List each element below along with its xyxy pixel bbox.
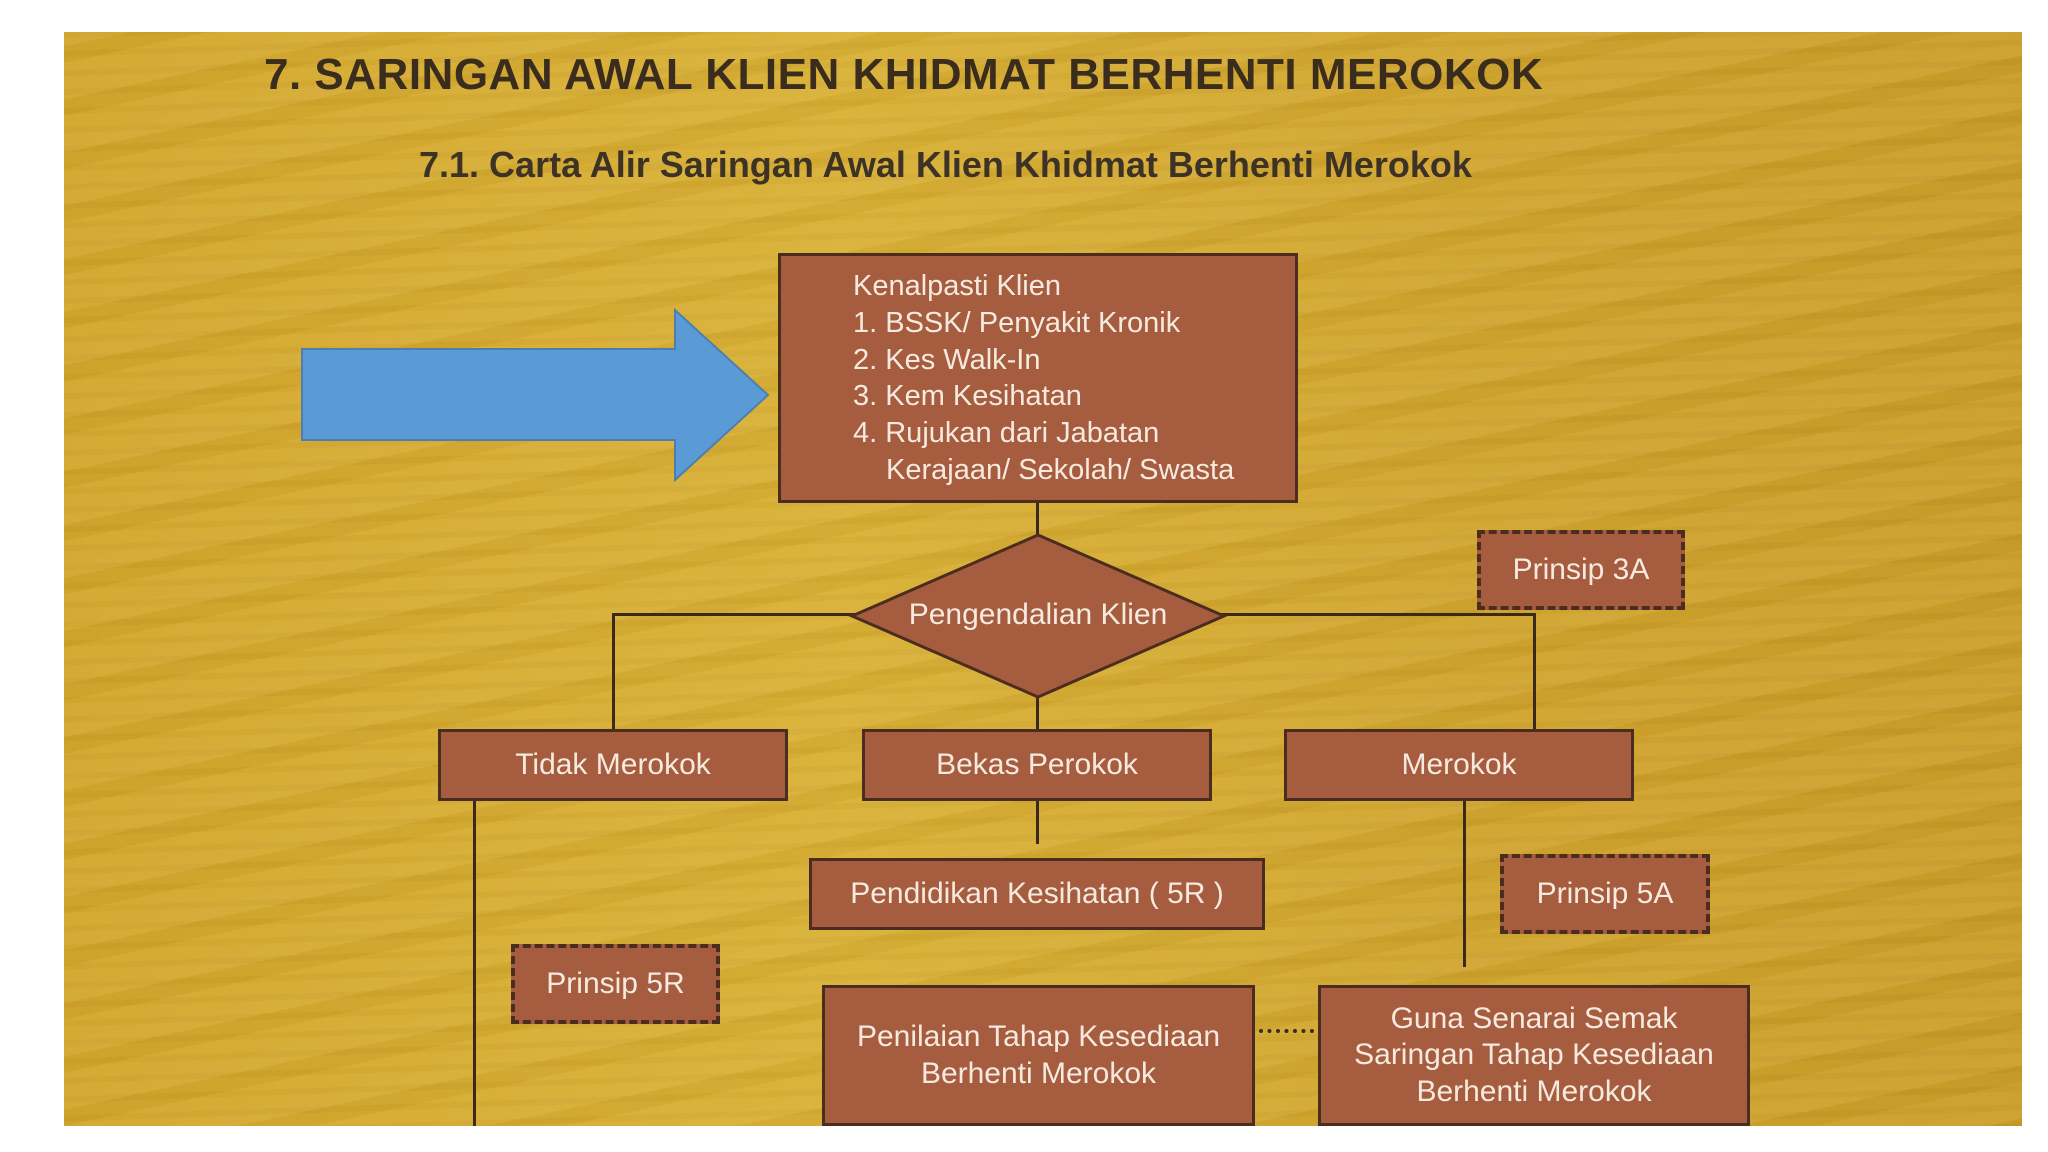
checklist-line: Saringan Tahap Kesediaan (1354, 1038, 1714, 1072)
checklist-text: Guna Senarai Semak Saringan Tahap Kesedi… (1354, 1001, 1714, 1111)
identify-client-item: 2. Kes Walk-In (853, 343, 1041, 376)
right-arrow-icon (301, 307, 770, 483)
connector-bekas-pendidikan (1036, 797, 1039, 844)
readiness-assessment-text: Penilaian Tahap Kesediaan Berhenti Merok… (857, 1019, 1220, 1092)
client-handling-diamond (848, 533, 1228, 699)
connector-right-horizontal (1214, 613, 1535, 616)
principle-5r-label: Prinsip 5R (546, 966, 685, 1000)
principle-3a-box: Prinsip 3A (1477, 530, 1685, 610)
smoker-label: Merokok (1401, 747, 1517, 781)
principle-5r-box: Prinsip 5R (511, 944, 720, 1024)
identify-client-content: Kenalpasti Klien 1. BSSK/ Penyakit Kroni… (853, 268, 1234, 489)
non-smoker-box: Tidak Merokok (438, 729, 788, 801)
non-smoker-label: Tidak Merokok (515, 747, 711, 781)
checklist-box: Guna Senarai Semak Saringan Tahap Kesedi… (1318, 985, 1750, 1126)
principle-5a-box: Prinsip 5A (1500, 854, 1710, 934)
readiness-assessment-box: Penilaian Tahap Kesediaan Berhenti Merok… (822, 985, 1255, 1126)
connector-left-vertical (612, 613, 615, 729)
page-subtitle: 7.1. Carta Alir Saringan Awal Klien Khid… (419, 144, 1472, 185)
identify-client-box: Kenalpasti Klien 1. BSSK/ Penyakit Kroni… (778, 253, 1298, 503)
principle-3a-label: Prinsip 3A (1512, 552, 1650, 586)
connector-top (1036, 503, 1039, 563)
connector-right-vertical (1533, 613, 1536, 729)
health-education-label: Pendidikan Kesihatan ( 5R ) (850, 876, 1224, 910)
checklist-line: Guna Senarai Semak (1390, 1001, 1678, 1035)
connector-middle-vertical (1036, 692, 1039, 729)
client-handling-label: Pengendalian Klien (908, 598, 1168, 631)
dotted-connector (1259, 1029, 1314, 1033)
former-smoker-box: Bekas Perokok (862, 729, 1212, 801)
connector-merokok-down (1463, 797, 1466, 967)
identify-client-item-continuation: Kerajaan/ Sekolah/ Swasta (886, 454, 1235, 487)
connector-tidak-down (473, 797, 476, 1126)
former-smoker-label: Bekas Perokok (936, 747, 1138, 781)
identify-client-heading: Kenalpasti Klien (853, 270, 1061, 302)
principle-5a-label: Prinsip 5A (1536, 876, 1674, 910)
identify-client-item: 1. BSSK/ Penyakit Kronik (853, 306, 1181, 339)
slide: 7. SARINGAN AWAL KLIEN KHIDMAT BERHENTI … (64, 32, 2022, 1126)
smoker-box: Merokok (1284, 729, 1634, 801)
checklist-line: Berhenti Merokok (1416, 1074, 1652, 1108)
readiness-assessment-line: Berhenti Merokok (920, 1056, 1157, 1090)
health-education-box: Pendidikan Kesihatan ( 5R ) (809, 858, 1265, 930)
identify-client-item: 3. Kem Kesihatan (853, 380, 1082, 413)
readiness-assessment-line: Penilaian Tahap Kesediaan (856, 1019, 1221, 1053)
page-title: 7. SARINGAN AWAL KLIEN KHIDMAT BERHENTI … (264, 50, 1544, 99)
identify-client-item: 4. Rujukan dari Jabatan (853, 417, 1160, 450)
connector-left-horizontal (612, 613, 862, 616)
